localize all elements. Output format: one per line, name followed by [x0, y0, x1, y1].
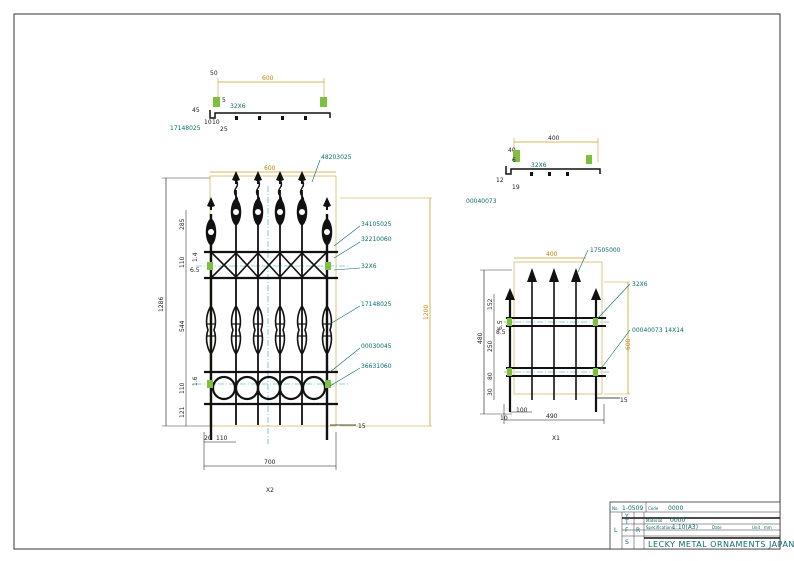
top-small-ref-dim: 6	[512, 157, 516, 164]
tb-cell-1: Y	[624, 513, 629, 520]
top-view-small: 400 40 6 32X6 12 19 00040073	[466, 135, 601, 205]
tb-scale-value: 1:10(A3)	[672, 524, 698, 531]
front-small-left-dim-5: 80	[487, 372, 494, 380]
top-large-side-dim-3: 10	[204, 119, 212, 126]
front-large-label-4: 32X6	[361, 263, 377, 270]
front-large-label-5: 17148025	[361, 301, 392, 308]
top-large-side-dim-2: 10	[212, 119, 220, 126]
front-large-base-dim: 15	[358, 423, 366, 430]
front-large-overall-height: 1286	[158, 297, 165, 312]
top-small-width-dim: 400	[548, 135, 560, 142]
front-small-label-2: 32X6	[632, 281, 648, 288]
front-large-label-1: 48203025	[321, 154, 352, 161]
tb-no-label: No.	[612, 506, 619, 511]
front-large-label-3: 32210060	[361, 236, 392, 243]
tb-material-value: 0000	[670, 517, 685, 524]
front-large-bottom-dim-1: 20	[204, 435, 212, 442]
front-large-left-dim-2: 110	[179, 256, 186, 268]
top-view-large: 600 50 5 32X6 45 10 10 25 17148025	[170, 70, 331, 133]
front-small-left-dim-4: 250	[487, 340, 494, 352]
top-large-side-dim-1: 45	[192, 107, 200, 114]
front-large-left-dim-5: 544	[179, 320, 186, 332]
front-large-bottom-dim-2: 110	[216, 435, 228, 442]
tb-unit-value: mm	[764, 525, 772, 530]
front-large-top-dim: 600	[264, 165, 276, 172]
title-block: No. 1-0509 Code 0000 Material 0000 Speci…	[609, 501, 794, 550]
tb-cell-2: T	[624, 519, 629, 526]
front-small-left-dim-2: 6.5	[497, 320, 504, 330]
front-small-left-dim-1: 152	[487, 298, 494, 310]
top-large-ref-dim: 5	[222, 97, 226, 104]
tb-no-value: 1-0509	[622, 505, 643, 512]
tb-cell-6: S	[625, 539, 629, 546]
front-large-left-dim-8: 121	[179, 406, 186, 418]
front-small-right-dim: 600	[625, 338, 632, 350]
front-view-small: 400 600 480 152 6.5 8.5 250 80 30	[477, 247, 684, 442]
top-large-width-dim: 600	[262, 75, 274, 82]
front-small-height: 480	[477, 332, 484, 344]
tb-cell-4: F	[625, 527, 629, 534]
top-small-side-dim-2: 19	[512, 184, 520, 191]
front-large-view-name: X2	[266, 487, 274, 494]
sheet-border	[13, 13, 781, 550]
front-large-left-dim-1: 285	[179, 218, 186, 230]
front-small-left-dim-6: 30	[487, 388, 494, 396]
top-large-side-dim-4: 25	[220, 126, 228, 133]
tb-scale-label: Specifications	[646, 525, 674, 530]
front-small-bottom-dim-3: 490	[546, 413, 558, 420]
front-small-base-dim: 15	[620, 397, 628, 404]
tb-date-label: Date	[712, 525, 722, 530]
top-small-height-dim: 40	[508, 147, 516, 154]
tb-company-name: LECKY METAL ORNAMENTS JAPAN	[648, 540, 794, 549]
tb-material-label: Material	[646, 518, 662, 523]
front-large-left-dim-4: 6.5	[190, 267, 200, 274]
front-large-right-height: 1200	[423, 305, 430, 320]
front-large-left-dim-6: 110	[179, 382, 186, 394]
front-large-left-dim-7: 1.6	[192, 376, 199, 386]
top-large-part-label: 32X6	[230, 103, 246, 110]
front-small-top-dim: 400	[546, 251, 558, 258]
front-large-label-6: 00030045	[361, 343, 392, 350]
tb-unit-label: Unit	[752, 525, 761, 530]
tb-cell-3: L	[614, 527, 618, 534]
front-small-bottom-dim-1: 10	[500, 415, 508, 422]
top-small-part-label: 32X6	[531, 162, 547, 169]
front-small-view-name: X1	[552, 435, 560, 442]
front-large-left-dim-3: 1.4	[192, 252, 199, 262]
top-small-side-label: 00040073	[466, 198, 497, 205]
front-small-bottom-dim-2: 100	[516, 407, 528, 414]
front-view-large: 600 1200 1286 285 110 1.4 6.5 544 110 1.…	[158, 154, 432, 494]
front-small-label-3: 00040073 14X14	[632, 327, 684, 334]
front-large-overall-width: 700	[264, 459, 276, 466]
tb-code-value: 0000	[668, 505, 683, 512]
front-large-label-2: 34105025	[361, 221, 392, 228]
tb-cell-5: R	[636, 527, 640, 534]
front-small-left-dim-3: 8.5	[496, 329, 506, 336]
top-small-side-dim-1: 12	[496, 177, 504, 184]
front-large-label-7: 36631060	[361, 363, 392, 370]
top-large-side-label: 17148025	[170, 125, 201, 132]
top-large-height-dim: 50	[210, 70, 218, 77]
tb-code-label: Code	[648, 506, 659, 511]
front-small-label-1: 17505000	[590, 247, 621, 254]
